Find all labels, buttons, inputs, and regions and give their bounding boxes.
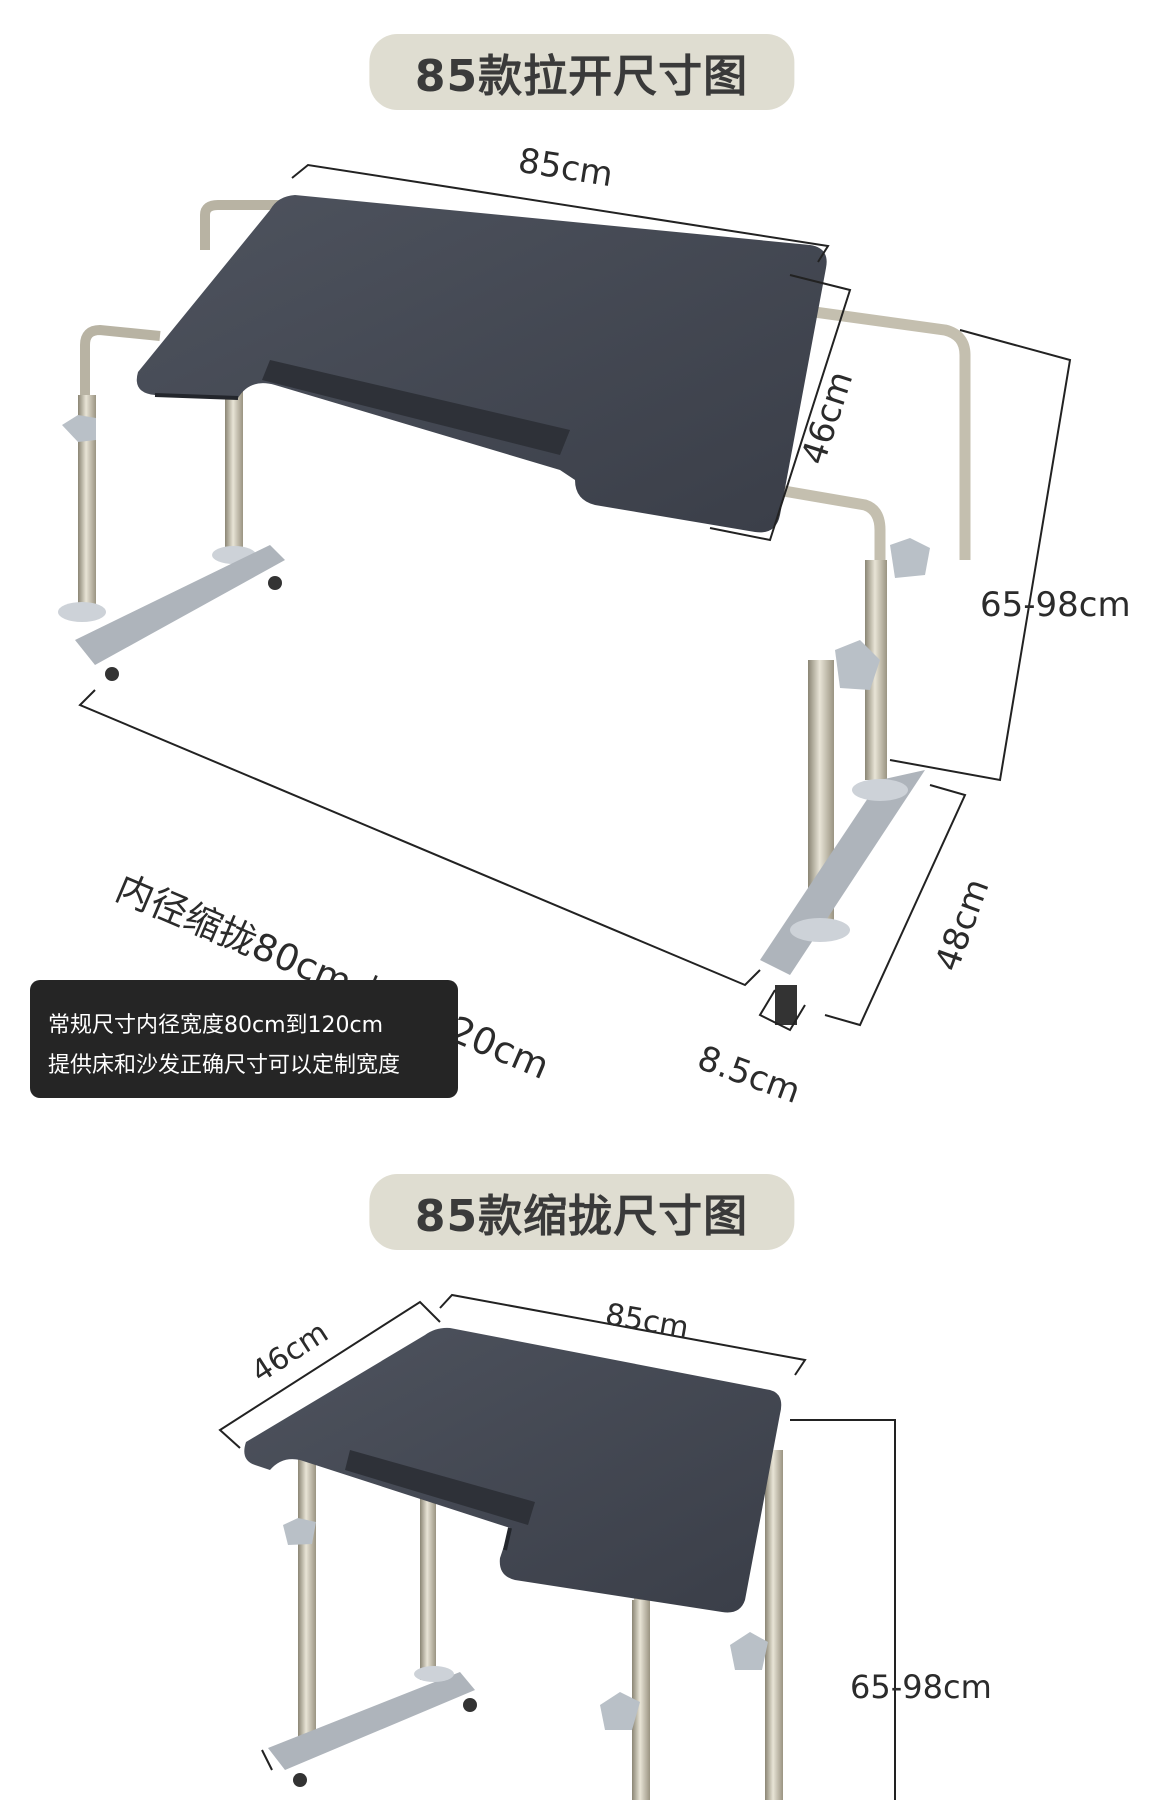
knob-c-left <box>283 1518 316 1545</box>
base-right <box>760 770 925 975</box>
base-left <box>75 545 285 665</box>
pole-c-right-front <box>632 1600 650 1800</box>
note-box: 常规尺寸内径宽度80cm到120cm 提供床和沙发正确尺寸可以定制宽度 <box>30 980 458 1098</box>
knob-c-right-back <box>730 1632 768 1670</box>
rail-back-left <box>200 200 280 250</box>
dim-line-base-length <box>824 784 967 1027</box>
note-line-2: 提供床和沙发正确尺寸可以定制宽度 <box>48 1053 401 1078</box>
dim-line-inner-span <box>78 689 761 987</box>
collapsed-table-illustration <box>218 1293 896 1800</box>
collapsed-size-section: 85款缩拢尺寸图 <box>0 1130 1163 1800</box>
section-title-expanded: 85款拉开尺寸图 <box>368 34 795 110</box>
label-c-height: 65-98cm <box>850 1668 992 1706</box>
dim-c-line-base <box>261 1749 273 1771</box>
expanded-table-illustration <box>58 163 1072 1032</box>
tabletop-expanded <box>136 195 827 533</box>
tabletop-c-ridge <box>345 1450 535 1525</box>
rail-back-right <box>799 304 971 560</box>
knob-c-right-front <box>600 1692 640 1730</box>
label-height: 65-98cm <box>980 585 1131 625</box>
pole-c-right-back <box>765 1450 783 1800</box>
dim-line-top-width <box>291 163 830 263</box>
knob-right-front <box>835 640 880 690</box>
collar-left-front <box>58 602 106 622</box>
dim-line-base-width <box>758 989 806 1032</box>
pole-left-front <box>78 395 96 620</box>
tabletop-collapsed <box>244 1327 782 1613</box>
expanded-size-section: 85款拉开尺寸图 <box>30 34 1131 1112</box>
dim-c-line-height <box>790 1419 896 1800</box>
knob-left <box>62 415 96 442</box>
rail-front-left <box>80 324 161 400</box>
dim-line-top-depth <box>709 274 852 542</box>
note-line-1: 常规尺寸内径宽度80cm到120cm <box>48 1013 384 1038</box>
pole-c-left-front <box>298 1450 316 1750</box>
section-title-collapsed: 85款缩拢尺寸图 <box>368 1174 795 1250</box>
base-c-left <box>268 1672 475 1770</box>
dim-c-line-top-depth <box>218 1300 441 1449</box>
rail-front-right <box>719 474 886 640</box>
caster-right <box>775 985 797 1025</box>
knob-right-back <box>890 538 930 578</box>
dim-c-line-top-width <box>439 1293 807 1376</box>
dim-line-height <box>889 329 1072 782</box>
tabletop-ridge <box>262 360 570 455</box>
